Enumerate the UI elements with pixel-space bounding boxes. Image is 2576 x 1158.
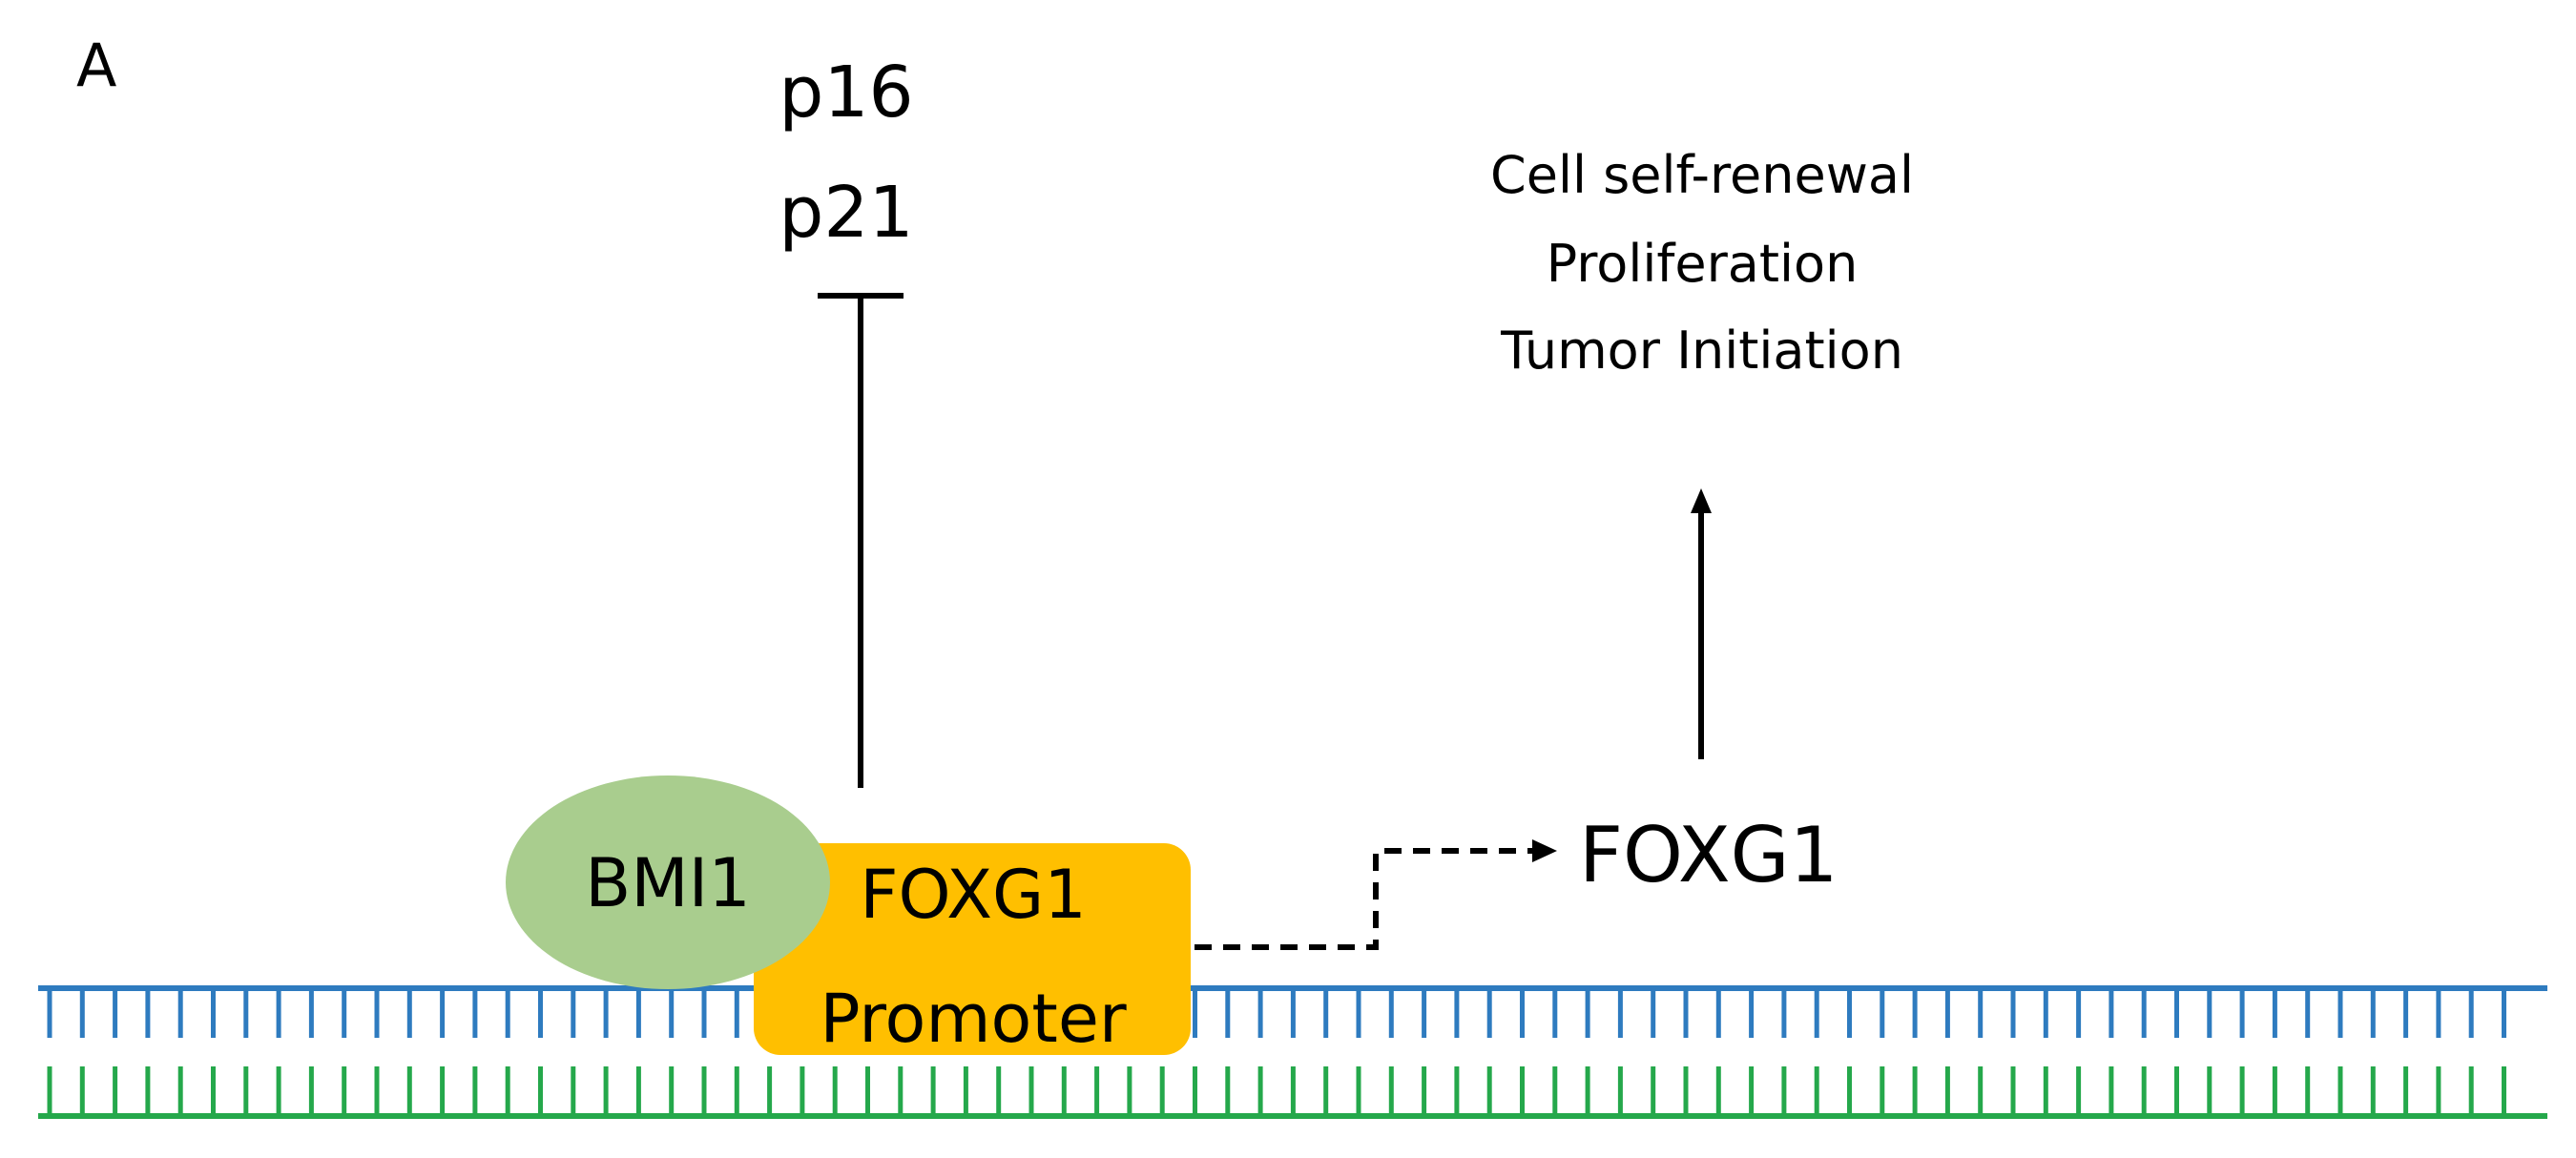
outcome-proliferation: Proliferation: [1547, 234, 1859, 294]
bmi1-protein: BMI1: [506, 775, 830, 989]
activation-arrowhead: [1691, 488, 1712, 513]
panel-label: A: [76, 31, 116, 100]
dna-bottom-strand: [38, 1066, 2547, 1119]
bmi1-ellipse: [506, 775, 830, 989]
activation-arrow: [1691, 488, 1712, 759]
foxg1-promoter: FOXG1 Promoter: [754, 843, 1191, 1058]
transcription-arrow: [1195, 839, 1557, 950]
promoter-label-line1: FOXG1: [860, 856, 1087, 934]
transcription-path: [1195, 848, 1534, 950]
dna-top-strand: [38, 985, 2547, 1038]
inhibited-target-p21: p21: [779, 172, 913, 254]
foxg1-gene-product-label: FOXG1: [1579, 811, 1839, 900]
outcome-tumor-initiation: Tumor Initiation: [1500, 321, 1903, 381]
bmi1-label: BMI1: [585, 844, 751, 922]
transcription-arrowhead: [1532, 839, 1557, 862]
promoter-label-line2: Promoter: [820, 980, 1127, 1058]
outcome-cell-self-renewal: Cell self-renewal: [1490, 145, 1914, 205]
promoter-box: [754, 843, 1191, 1055]
inhibition-connector: [818, 293, 904, 788]
inhibited-target-p16: p16: [779, 52, 913, 134]
